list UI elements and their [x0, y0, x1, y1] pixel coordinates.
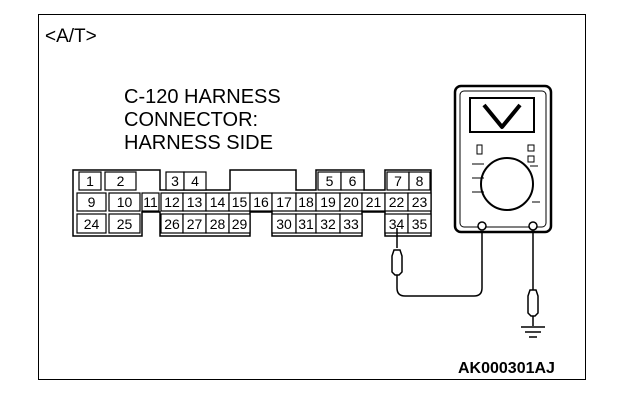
pin-label: 4 — [191, 173, 199, 189]
pin-24: 24 — [76, 213, 107, 234]
pin-label: 14 — [210, 194, 226, 210]
pin-label: 6 — [349, 173, 357, 189]
pin-label: 31 — [298, 216, 314, 232]
pin-26: 26 — [160, 213, 184, 234]
pin-28: 28 — [205, 213, 230, 234]
probe-lead-signal — [391, 228, 483, 297]
pin-32: 32 — [315, 213, 341, 234]
probe-tip-signal — [391, 249, 403, 276]
pin-14: 14 — [205, 192, 230, 212]
pin-label: 27 — [187, 216, 203, 232]
pin-27: 27 — [182, 213, 207, 234]
voltmeter — [453, 84, 553, 234]
pin-31: 31 — [295, 213, 317, 234]
pin-label: 9 — [88, 194, 96, 210]
pin-label: 24 — [84, 216, 100, 232]
pin-19: 19 — [315, 192, 341, 212]
pin-label: 26 — [164, 216, 180, 232]
pin-21: 21 — [361, 192, 386, 212]
pin-label: 32 — [320, 216, 336, 232]
pin-30: 30 — [271, 213, 297, 234]
meter-terminal-negative — [528, 221, 538, 231]
pin-12: 12 — [160, 192, 184, 212]
figure-code: AK000301AJ — [458, 360, 555, 377]
pin-22: 22 — [384, 192, 409, 212]
pin-label: 15 — [232, 194, 248, 210]
pin-label: 7 — [394, 173, 402, 189]
pin-18: 18 — [295, 192, 317, 212]
pin-8: 8 — [408, 171, 431, 191]
pin-label: 5 — [326, 173, 334, 189]
connector-title: C-120 HARNESS CONNECTOR: HARNESS SIDE — [124, 86, 281, 155]
pin-29: 29 — [228, 213, 251, 234]
pin-label: 23 — [412, 194, 428, 210]
pin-6: 6 — [340, 171, 365, 191]
pin-label: 3 — [171, 173, 179, 189]
pin-label: 19 — [320, 194, 336, 210]
probe-tip-ground — [527, 289, 539, 317]
pin-label: 25 — [117, 216, 133, 232]
pin-label: 35 — [412, 216, 428, 232]
pin-35: 35 — [407, 213, 432, 234]
pin-7: 7 — [386, 171, 410, 191]
pin-15: 15 — [228, 192, 251, 212]
pin-3: 3 — [165, 171, 185, 191]
pin-4: 4 — [183, 171, 207, 191]
pin-label: 18 — [298, 194, 314, 210]
diagram-frame — [38, 14, 586, 380]
pin-1: 1 — [78, 171, 102, 191]
view-label: <A/T> — [45, 26, 97, 47]
pin-5: 5 — [317, 171, 342, 191]
pin-label: 33 — [343, 216, 359, 232]
pin-label: 8 — [416, 173, 424, 189]
probe-lead-ground — [527, 230, 539, 326]
meter-terminal-positive — [477, 221, 487, 231]
v-letter-glyph — [482, 103, 522, 129]
pin-label: 11 — [143, 194, 158, 210]
pin-13: 13 — [182, 192, 207, 212]
pin-label: 29 — [232, 216, 248, 232]
pin-label: 17 — [276, 194, 292, 210]
pin-label: 30 — [276, 216, 292, 232]
connector-title-line2: CONNECTOR: — [124, 109, 259, 131]
ground-icon — [521, 326, 545, 338]
connector-title-line1: C-120 HARNESS — [124, 86, 281, 108]
pin-label: 2 — [117, 173, 125, 189]
pin-label: 34 — [389, 216, 405, 232]
pin-label: 16 — [253, 194, 269, 210]
pin-label: 21 — [366, 194, 382, 210]
pin-label: 22 — [389, 194, 405, 210]
pin-17: 17 — [271, 192, 297, 212]
pin-9: 9 — [76, 192, 107, 212]
pin-11: 11 — [141, 192, 160, 212]
pin-20: 20 — [339, 192, 363, 212]
pin-25: 25 — [108, 213, 141, 234]
pin-label: 12 — [164, 194, 180, 210]
pin-16: 16 — [249, 192, 273, 212]
meter-dial — [480, 157, 534, 211]
pin-label: 10 — [117, 194, 133, 210]
connector-title-line3: HARNESS SIDE — [124, 132, 273, 154]
pin-label: 13 — [187, 194, 203, 210]
pin-2: 2 — [104, 171, 137, 191]
pin-33: 33 — [339, 213, 363, 234]
pin-label: 1 — [86, 173, 94, 189]
pin-34: 34 — [384, 213, 409, 234]
pin-label: 20 — [343, 194, 359, 210]
pin-10: 10 — [108, 192, 141, 212]
pin-23: 23 — [407, 192, 432, 212]
pin-label: 28 — [210, 216, 226, 232]
